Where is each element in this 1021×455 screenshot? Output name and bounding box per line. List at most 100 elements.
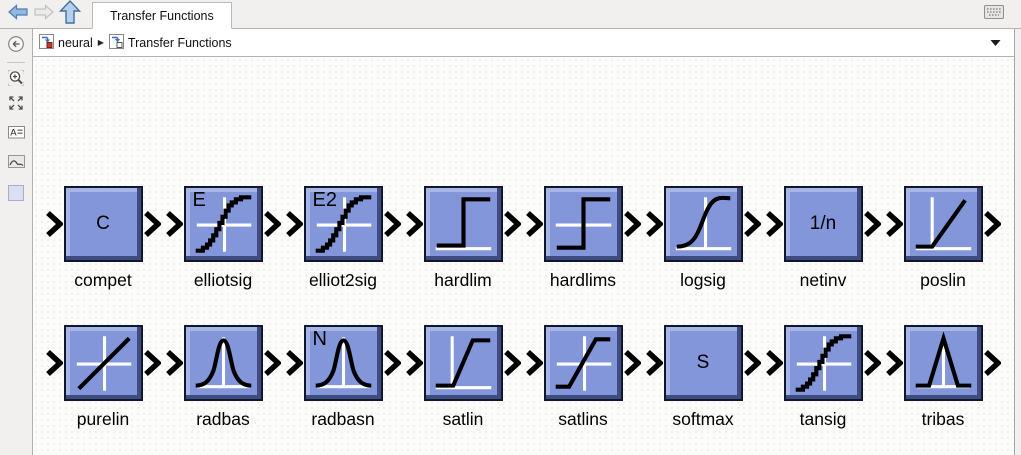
input-port-chevron-icon xyxy=(165,210,183,238)
breadcrumb-item-transfer-functions[interactable]: Transfer Functions xyxy=(108,33,232,52)
block-cell-netinv: 1/n netinv xyxy=(763,184,883,290)
chevron-right-icon: ▶ xyxy=(97,38,104,47)
block-poslin[interactable] xyxy=(903,186,983,262)
output-port-chevron-icon xyxy=(863,350,881,377)
input-port-chevron-icon xyxy=(525,210,543,238)
transfer-function-curve-icon xyxy=(195,195,251,253)
area-box-icon xyxy=(7,184,25,207)
transfer-function-curve-icon xyxy=(915,197,971,251)
area-tool-button[interactable] xyxy=(5,184,27,207)
up-arrow-icon xyxy=(58,0,82,29)
circle-left-arrow-icon xyxy=(7,35,25,58)
block-tribas[interactable] xyxy=(903,325,983,402)
transfer-function-curve-icon xyxy=(555,197,611,250)
input-port-chevron-icon xyxy=(45,350,63,377)
block-label: satlins xyxy=(558,409,608,430)
block-logsig[interactable] xyxy=(663,186,743,262)
image-icon xyxy=(7,153,26,175)
block-cell-purelin: purelin xyxy=(43,323,163,429)
block-hardlim[interactable] xyxy=(423,186,503,262)
sidebar-divider xyxy=(7,62,25,63)
block-elliotsig[interactable]: E xyxy=(183,186,263,262)
block-cell-tribas: tribas xyxy=(883,323,1003,429)
input-port-chevron-icon xyxy=(765,350,783,377)
block-hardlims[interactable] xyxy=(543,186,623,262)
block-radbas[interactable] xyxy=(183,325,263,402)
output-port-chevron-icon xyxy=(743,350,761,377)
block-cell-hardlims: hardlims xyxy=(523,184,643,290)
keyboard-shortcuts-button[interactable] xyxy=(984,4,1004,24)
block-purelin[interactable] xyxy=(63,325,143,402)
output-port-chevron-icon xyxy=(623,210,641,238)
breadcrumb-item-neural[interactable]: neural xyxy=(39,33,93,52)
transfer-function-curve-icon xyxy=(315,195,371,253)
block-label: netinv xyxy=(799,270,847,290)
forward-button[interactable] xyxy=(31,1,57,27)
input-port-chevron-icon xyxy=(885,210,903,238)
transfer-function-curve-icon xyxy=(675,195,731,251)
tab-transfer-functions[interactable]: Transfer Functions xyxy=(92,2,232,29)
block-tansig[interactable] xyxy=(783,325,863,402)
output-port-chevron-icon xyxy=(143,210,161,238)
forward-arrow-icon xyxy=(34,3,54,25)
output-port-chevron-icon xyxy=(383,210,401,238)
keyboard-icon xyxy=(984,4,1004,24)
block-compet[interactable]: C xyxy=(63,186,143,262)
block-cell-poslin: poslin xyxy=(883,184,1003,290)
annotation-tool-button[interactable]: A xyxy=(5,124,27,144)
breadcrumb-dropdown-button[interactable] xyxy=(990,36,1001,50)
block-label: tribas xyxy=(921,409,965,430)
output-port-chevron-icon xyxy=(263,210,281,238)
toolbar: Transfer Functions xyxy=(0,0,1021,29)
transfer-function-curve-icon xyxy=(195,337,251,389)
block-elliot2sig[interactable]: E2 xyxy=(303,186,383,262)
input-port-chevron-icon xyxy=(165,350,183,377)
breadcrumb: neural ▶ Transfer Functions xyxy=(33,29,1014,57)
transfer-function-curve-icon xyxy=(435,197,491,251)
transfer-function-curve-icon xyxy=(795,334,851,392)
image-tool-button[interactable] xyxy=(5,154,27,174)
fit-to-view-button[interactable] xyxy=(5,95,27,115)
block-cell-satlin: satlin xyxy=(403,323,523,429)
up-button[interactable] xyxy=(57,0,83,29)
zoom-tool-button[interactable] xyxy=(5,69,27,90)
input-port-chevron-icon xyxy=(645,210,663,238)
block-satlins[interactable] xyxy=(543,325,623,402)
back-button[interactable] xyxy=(5,1,31,27)
block-letter: E2 xyxy=(312,189,337,211)
breadcrumb-label: Transfer Functions xyxy=(127,35,232,50)
back-arrow-icon xyxy=(8,3,28,25)
svg-text:A: A xyxy=(10,127,17,138)
input-port-chevron-icon xyxy=(765,210,783,238)
transfer-function-curve-icon xyxy=(76,336,131,391)
output-port-chevron-icon xyxy=(503,350,521,377)
block-satlin[interactable] xyxy=(423,325,503,402)
input-port-chevron-icon xyxy=(525,350,543,377)
block-softmax[interactable]: S xyxy=(663,325,743,402)
palette-sidebar: A xyxy=(0,29,33,455)
block-cell-logsig: logsig xyxy=(643,184,763,290)
block-netinv[interactable]: 1/n xyxy=(783,186,863,262)
block-label: elliot2sig xyxy=(308,270,378,290)
library-icon xyxy=(39,33,54,52)
block-label: tansig xyxy=(799,409,847,430)
block-letter: E xyxy=(192,189,206,211)
block-radbasn[interactable]: N xyxy=(303,325,383,402)
block-label: hardlims xyxy=(549,270,617,290)
block-cell-tansig: tansig xyxy=(763,323,883,429)
block-label: satlin xyxy=(442,409,484,430)
output-port-chevron-icon xyxy=(503,210,521,238)
block-cell-satlins: satlins xyxy=(523,323,643,429)
block-letter: 1/n xyxy=(809,213,837,234)
block-label: logsig xyxy=(680,270,726,290)
block-label: radbas xyxy=(196,409,250,430)
tab-label: Transfer Functions xyxy=(110,8,214,23)
collapse-browser-button[interactable] xyxy=(5,35,27,58)
breadcrumb-label: neural xyxy=(58,35,93,50)
